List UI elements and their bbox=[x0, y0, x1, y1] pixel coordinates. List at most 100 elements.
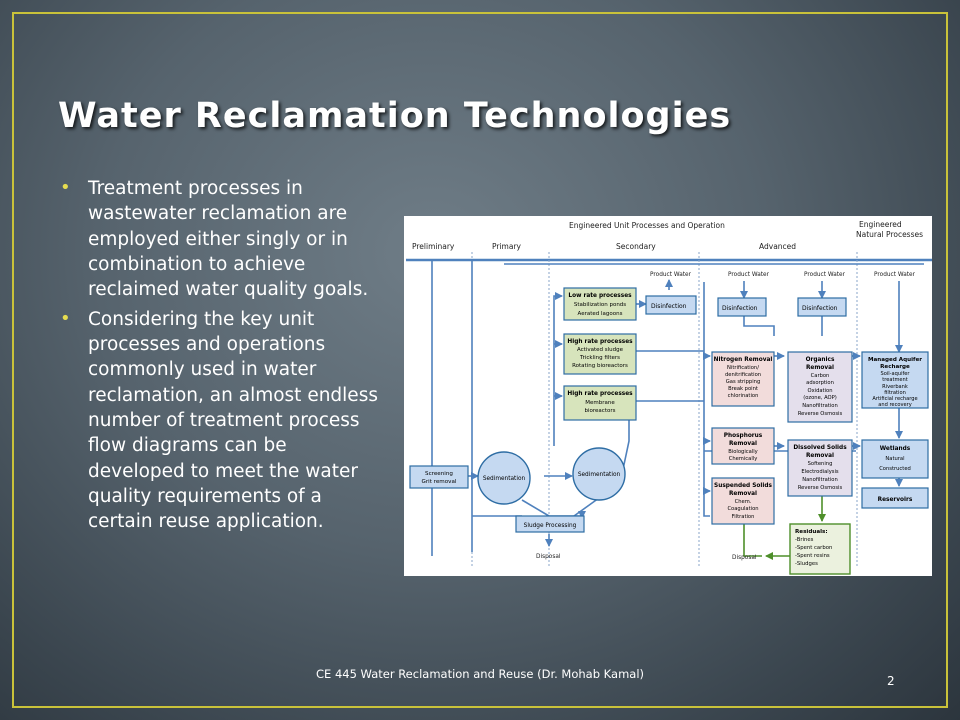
svg-text:Dissolved Solids: Dissolved Solids bbox=[793, 445, 847, 451]
svg-text:Filtration: Filtration bbox=[732, 514, 755, 520]
svg-text:Gas stripping: Gas stripping bbox=[726, 379, 760, 385]
svg-text:Constructed: Constructed bbox=[879, 466, 911, 472]
reservoirs-box: Reservoirs bbox=[861, 487, 929, 509]
svg-text:Nanofiltration: Nanofiltration bbox=[802, 477, 838, 483]
svg-text:Nitrification/: Nitrification/ bbox=[727, 365, 759, 371]
svg-text:(ozone, AOP): (ozone, AOP) bbox=[803, 395, 837, 401]
svg-text:Sludge Processing: Sludge Processing bbox=[524, 523, 577, 529]
product-water-label: Product Water bbox=[874, 272, 916, 278]
svg-text:Reverse Osmosis: Reverse Osmosis bbox=[798, 485, 843, 491]
page-number: 2 bbox=[887, 674, 895, 688]
svg-text:Disinfection: Disinfection bbox=[722, 305, 758, 312]
svg-text:treatment: treatment bbox=[882, 377, 908, 383]
svg-text:Screening: Screening bbox=[425, 471, 453, 477]
svg-text:adsorption: adsorption bbox=[806, 380, 834, 386]
svg-text:Removal: Removal bbox=[806, 365, 834, 371]
product-water-label: Product Water bbox=[728, 272, 770, 278]
svg-text:filtration: filtration bbox=[884, 390, 906, 396]
svg-text:Removal: Removal bbox=[729, 441, 757, 447]
svg-text:Disinfection: Disinfection bbox=[802, 305, 838, 312]
dissolved-solids-removal-box: Dissolved Solids Removal Softening Elect… bbox=[787, 439, 853, 497]
slide-title: Water Reclamation Technologies bbox=[58, 96, 732, 136]
svg-text:Reservoirs: Reservoirs bbox=[878, 497, 913, 503]
nitrogen-removal-box: Nitrogen Removal Nitrification/ denitrif… bbox=[711, 351, 775, 407]
bullet-item: Treatment processes in wastewater reclam… bbox=[60, 176, 385, 303]
phosphorus-removal-box: Phosphorus Removal Biologically Chemical… bbox=[711, 427, 775, 465]
svg-text:Oxidation: Oxidation bbox=[807, 388, 832, 394]
svg-text:Trickling filters: Trickling filters bbox=[579, 355, 620, 361]
disposal-label-advanced: Disposal bbox=[732, 555, 757, 561]
membrane-bioreactors-box: High rate processes Membrane bioreactors bbox=[563, 385, 637, 421]
svg-text:Managed Aquifer: Managed Aquifer bbox=[868, 357, 922, 363]
process-flow-diagram: Engineered Unit Processes and Operation … bbox=[404, 216, 932, 576]
svg-text:Artificial recharge: Artificial recharge bbox=[872, 396, 917, 402]
svg-text:Disinfection: Disinfection bbox=[651, 303, 687, 310]
svg-text:Reverse Osmosis: Reverse Osmosis bbox=[798, 411, 843, 417]
svg-text:-Spent carbon: -Spent carbon bbox=[795, 545, 832, 551]
svg-text:-Brines: -Brines bbox=[795, 537, 814, 543]
sludge-processing-box: Sludge Processing bbox=[515, 515, 585, 533]
svg-text:Chem.: Chem. bbox=[735, 499, 752, 505]
product-water-label: Product Water bbox=[650, 272, 692, 278]
disinfection-box-advanced: Disinfection bbox=[717, 297, 767, 317]
svg-text:Chemically: Chemically bbox=[729, 456, 758, 462]
screening-box: Screening Grit removal bbox=[409, 465, 469, 489]
svg-text:Residuals:: Residuals: bbox=[795, 529, 828, 535]
svg-text:Carbon: Carbon bbox=[811, 373, 830, 379]
svg-text:Biologically: Biologically bbox=[728, 449, 758, 455]
bullet-list: Treatment processes in wastewater reclam… bbox=[60, 176, 385, 539]
svg-text:Membrane: Membrane bbox=[585, 400, 615, 406]
wetlands-box: Wetlands Natural Constructed bbox=[861, 439, 929, 479]
svg-text:Coagulation: Coagulation bbox=[727, 506, 758, 512]
svg-text:Electrodialysis: Electrodialysis bbox=[801, 469, 839, 475]
svg-text:Softening: Softening bbox=[808, 461, 833, 467]
svg-text:Nitrogen Removal: Nitrogen Removal bbox=[714, 357, 773, 363]
disinfection-box-secondary: Disinfection bbox=[645, 295, 697, 315]
svg-text:Grit removal: Grit removal bbox=[422, 479, 457, 485]
svg-text:Nanofiltration: Nanofiltration bbox=[802, 403, 838, 409]
bullet-item: Considering the key unit processes and o… bbox=[60, 307, 385, 535]
residuals-box: Residuals: -Brines -Spent carbon -Spent … bbox=[789, 523, 851, 575]
product-water-label: Product Water bbox=[804, 272, 846, 278]
svg-text:Suspended Solids: Suspended Solids bbox=[714, 483, 772, 489]
header-natural-1: Engineered bbox=[859, 220, 902, 229]
svg-text:Removal: Removal bbox=[729, 491, 757, 497]
svg-text:-Spent resins: -Spent resins bbox=[795, 553, 830, 559]
svg-text:Natural: Natural bbox=[885, 456, 904, 462]
svg-text:Sedimentation: Sedimentation bbox=[483, 476, 526, 482]
organics-removal-box: Organics Removal Carbon adsorption Oxida… bbox=[787, 351, 853, 423]
slide-frame bbox=[12, 12, 948, 708]
stage-advanced: Advanced bbox=[759, 242, 796, 251]
svg-text:Sedimentation: Sedimentation bbox=[578, 472, 621, 478]
slide-footer: CE 445 Water Reclamation and Reuse (Dr. … bbox=[316, 667, 644, 681]
header-engineered: Engineered Unit Processes and Operation bbox=[569, 221, 725, 230]
suspended-solids-removal-box: Suspended Solids Removal Chem. Coagulati… bbox=[711, 477, 775, 525]
stage-preliminary: Preliminary bbox=[412, 242, 455, 251]
stage-secondary: Secondary bbox=[616, 242, 656, 251]
svg-text:Phosphorus: Phosphorus bbox=[724, 433, 763, 439]
svg-text:Stabilization ponds: Stabilization ponds bbox=[574, 302, 626, 308]
svg-text:Organics: Organics bbox=[806, 357, 835, 363]
svg-text:High rate processes: High rate processes bbox=[567, 339, 633, 345]
svg-text:Soil-aquifer: Soil-aquifer bbox=[880, 371, 910, 377]
svg-text:denitrification: denitrification bbox=[725, 372, 761, 378]
svg-text:-Sludges: -Sludges bbox=[795, 561, 818, 567]
secondary-sedimentation-tank: Sedimentation bbox=[572, 447, 626, 501]
svg-text:bioreactors: bioreactors bbox=[585, 408, 616, 414]
low-rate-processes-box: Low rate processes Stabilization ponds A… bbox=[563, 287, 637, 321]
svg-text:Low rate processes: Low rate processes bbox=[568, 293, 632, 299]
svg-text:and recovery: and recovery bbox=[878, 402, 912, 408]
primary-sedimentation-tank: Sedimentation bbox=[477, 451, 531, 505]
svg-text:High rate processes: High rate processes bbox=[567, 391, 633, 397]
svg-text:Riverbank: Riverbank bbox=[882, 384, 908, 390]
svg-text:Recharge: Recharge bbox=[880, 364, 910, 370]
disinfection-box-organics: Disinfection bbox=[797, 297, 847, 317]
high-rate-processes-box: High rate processes Activated sludge Tri… bbox=[563, 333, 637, 375]
svg-text:Removal: Removal bbox=[806, 453, 834, 459]
svg-text:Aerated lagoons: Aerated lagoons bbox=[578, 311, 623, 317]
stage-primary: Primary bbox=[492, 242, 522, 251]
svg-text:Activated sludge: Activated sludge bbox=[577, 347, 624, 353]
svg-text:Rotating bioreactors: Rotating bioreactors bbox=[572, 363, 628, 369]
svg-text:Break point: Break point bbox=[728, 386, 758, 392]
managed-aquifer-recharge-box: Managed Aquifer Recharge Soil-aquifer tr… bbox=[861, 351, 929, 409]
